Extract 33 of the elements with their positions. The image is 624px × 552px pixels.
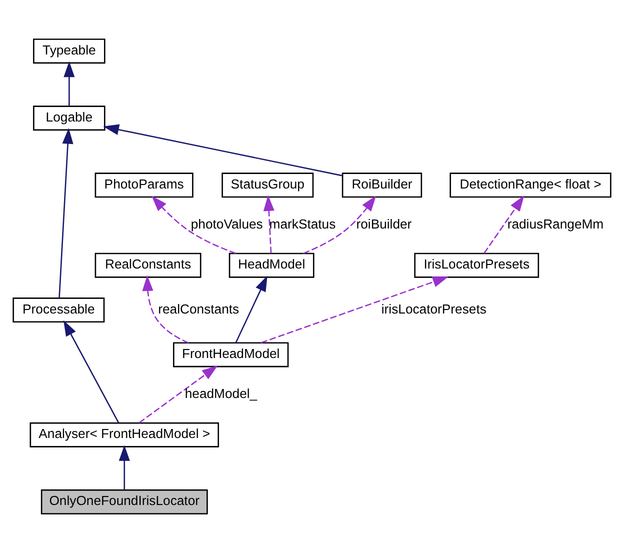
- arrow: [138, 365, 218, 423]
- arrow: [152, 195, 236, 254]
- arrow: [235, 275, 268, 343]
- arrow: [103, 124, 342, 176]
- node-box: Analyser< FrontHeadModel >: [30, 422, 219, 447]
- node-box: StatusGroup: [222, 172, 314, 198]
- edge-label: realConstants: [158, 300, 240, 316]
- arrow: [118, 444, 130, 490]
- node-box: RoiBuilder: [342, 172, 422, 198]
- arrow: [63, 320, 120, 423]
- node-box: Typeable: [33, 38, 106, 64]
- arrow: [58, 128, 74, 298]
- arrow: [142, 274, 189, 343]
- arrow: [303, 195, 376, 254]
- arrow: [64, 60, 75, 106]
- edge-label: irisLocatorPresets: [381, 300, 486, 316]
- node-box: Processable: [12, 297, 105, 322]
- node-box: Logable: [33, 105, 106, 130]
- edge-label: markStatus: [269, 216, 336, 232]
- edge-label: roiBuilder: [356, 216, 412, 232]
- node-box: FrontHeadModel: [173, 342, 289, 367]
- edge-label: radiusRangeMm: [507, 216, 604, 232]
- edge-label: photoValues: [190, 216, 263, 232]
- arrow: [484, 195, 524, 254]
- node-box: HeadModel: [228, 252, 314, 278]
- node-box: PhotoParams: [94, 172, 194, 198]
- arrow: [263, 194, 274, 253]
- node-box: OnlyOneFoundIrisLocator: [40, 488, 208, 514]
- arrow: [260, 276, 448, 343]
- edge-label: headModel_: [184, 386, 258, 401]
- node-box: IrisLocatorPresets: [414, 252, 540, 278]
- node-box: DetectionRange< float >: [450, 172, 612, 198]
- node-box: RealConstants: [94, 252, 202, 278]
